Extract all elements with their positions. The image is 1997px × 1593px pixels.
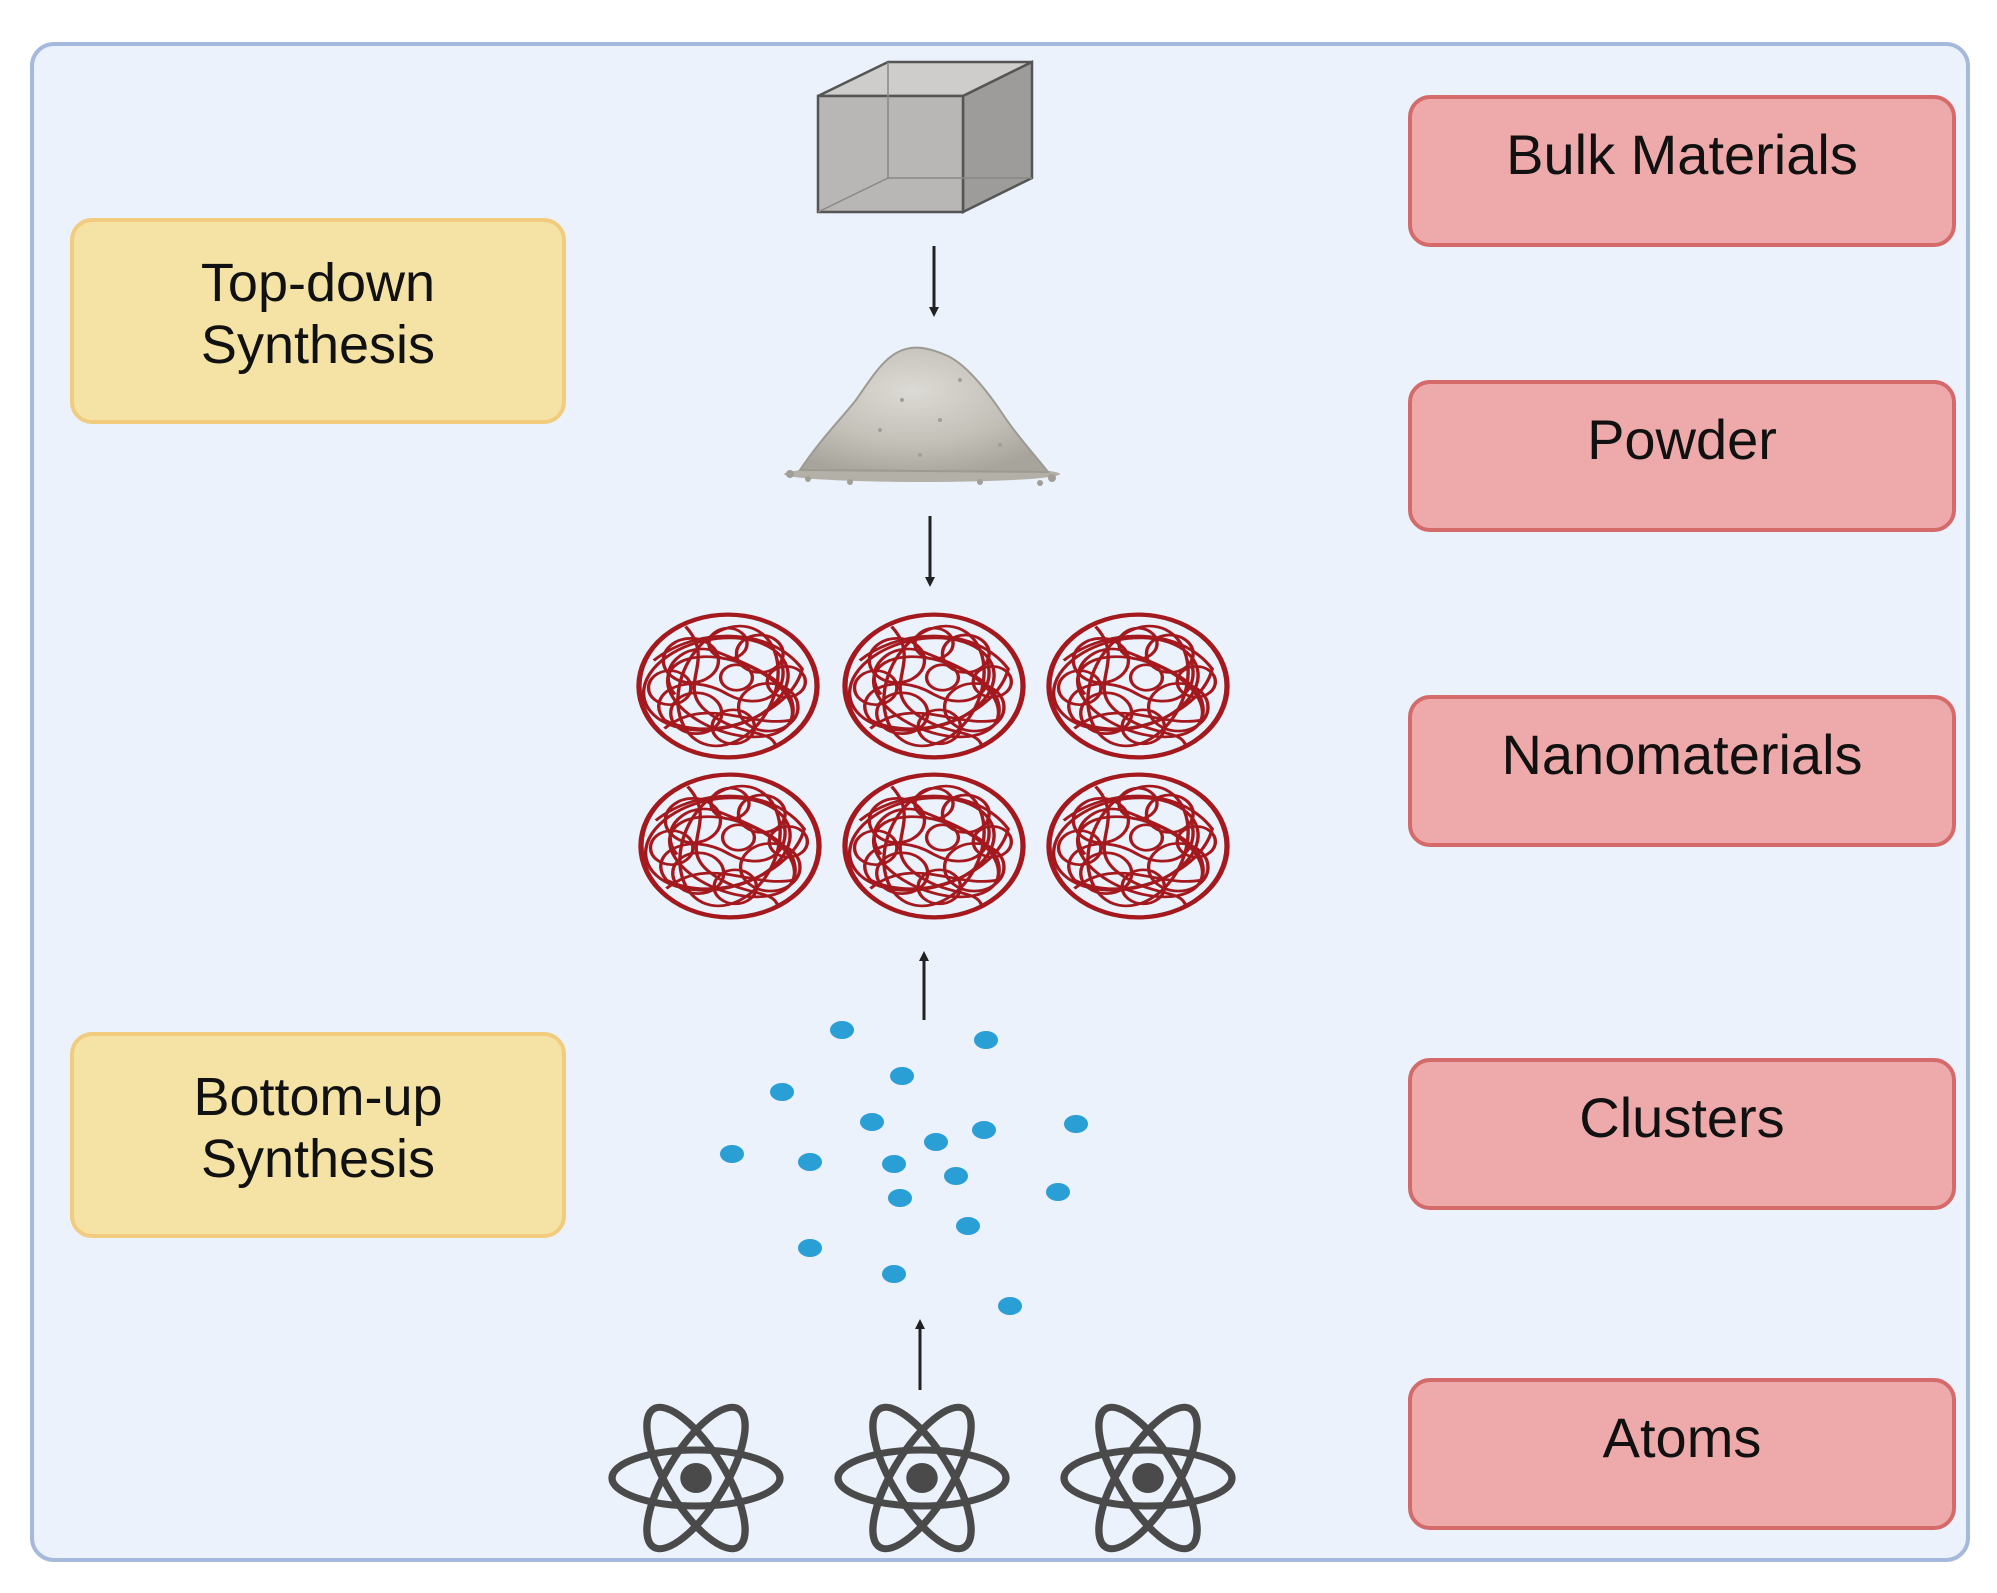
cluster-dot-icon [882,1265,906,1283]
nanoparticle-icon [833,615,1023,758]
atom-icon [1064,1395,1232,1562]
nanoparticle-icon [833,775,1023,918]
nanoparticle-icon [1037,775,1227,918]
stage-atoms: Atoms [1408,1378,1956,1530]
cluster-dot-icon [974,1031,998,1049]
cluster-dot-icon [770,1083,794,1101]
atom-icon [838,1395,1006,1562]
powder-pile-icon [784,346,1060,486]
stage-bulk-materials: Bulk Materials [1408,95,1956,247]
cluster-dot-icon [1064,1115,1088,1133]
nanoparticle-icon [1037,615,1227,758]
bottom-up-synthesis-label: Bottom-up Synthesis [70,1032,566,1238]
cluster-dot-icon [860,1113,884,1131]
bottom-up-text: Bottom-up Synthesis [193,1067,443,1189]
cluster-dot-icon [890,1067,914,1085]
stage-atoms-label: Atoms [1602,1405,1762,1469]
cluster-dot-icon [972,1121,996,1139]
cluster-dot-icon [830,1021,854,1039]
cluster-dot-icon [956,1217,980,1235]
stage-nanomaterials: Nanomaterials [1408,695,1956,847]
nanomaterials-group [627,615,1227,918]
cluster-dot-icon [944,1167,968,1185]
top-down-text: Top-down Synthesis [200,253,436,375]
cluster-dot-icon [720,1145,744,1163]
stage-nanomaterials-label: Nanomaterials [1501,722,1863,786]
cluster-dot-icon [924,1133,948,1151]
atom-icon [612,1395,780,1562]
cluster-dot-icon [798,1239,822,1257]
bulk-cube-icon [816,59,1034,215]
top-down-synthesis-label: Top-down Synthesis [70,218,566,424]
stage-powder-label: Powder [1587,407,1777,471]
cluster-dot-icon [882,1155,906,1173]
clusters-group [720,1021,1088,1315]
nanoparticle-icon [629,775,819,918]
cluster-dot-icon [888,1189,912,1207]
cluster-dot-icon [1046,1183,1070,1201]
cluster-dot-icon [798,1153,822,1171]
stage-clusters: Clusters [1408,1058,1956,1210]
cluster-dot-icon [998,1297,1022,1315]
stage-powder: Powder [1408,380,1956,532]
stage-clusters-label: Clusters [1579,1085,1785,1149]
nanoparticle-icon [627,615,817,758]
stage-bulk-materials-label: Bulk Materials [1506,122,1858,186]
